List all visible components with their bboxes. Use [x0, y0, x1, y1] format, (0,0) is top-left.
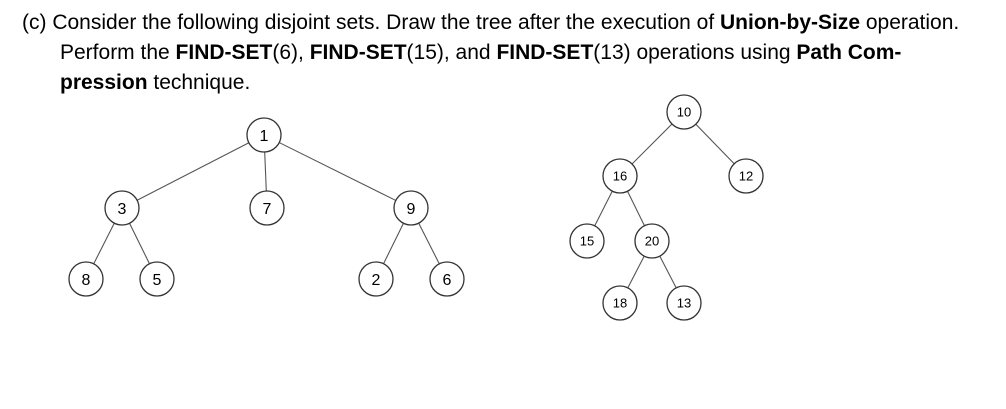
node-label: 5	[153, 272, 162, 289]
tree-edge-1-7	[264, 151, 267, 192]
tree-edge-20-13	[659, 255, 677, 289]
node-circle	[246, 117, 282, 153]
node-circle	[249, 190, 285, 226]
tree-edge-10-12	[695, 123, 735, 165]
node-label: 10	[677, 105, 691, 120]
term-find-set-1: FIND-SET	[175, 41, 273, 64]
node-circle	[358, 261, 394, 297]
node-circle	[68, 261, 104, 297]
tree-edge-10-16	[631, 123, 673, 165]
node-label: 15	[580, 234, 594, 249]
question-line2-arg2: (15), and	[406, 41, 497, 64]
tree-node-9: 9	[393, 190, 429, 226]
tree-node-12: 12	[728, 158, 764, 194]
tree-node-18: 18	[602, 285, 638, 321]
tree-edge-20-18	[627, 255, 645, 289]
node-circle	[393, 190, 429, 226]
node-label: 7	[263, 201, 272, 218]
tree-node-8: 8	[68, 261, 104, 297]
tree-edge-9-6	[418, 222, 440, 265]
node-label: 3	[118, 201, 127, 218]
tree-edge-9-2	[383, 223, 404, 264]
tree-node-10: 10	[666, 94, 702, 130]
node-label: 1	[260, 128, 269, 145]
node-circle	[139, 261, 175, 297]
term-find-set-2: FIND-SET	[309, 41, 407, 64]
tree-edge-16-15	[594, 190, 613, 227]
tree-edge-3-5	[129, 223, 150, 264]
tree-edge-16-20	[627, 191, 645, 226]
question-prefix: (c) Consider the following disjoint sets…	[22, 11, 721, 34]
question-line1-suffix: operation.	[860, 11, 960, 34]
node-circle	[666, 94, 702, 130]
node-label: 9	[407, 201, 416, 218]
node-circle	[728, 158, 764, 194]
node-circle	[569, 223, 605, 259]
question-line3-text: technique.	[147, 71, 251, 94]
node-circle	[634, 223, 670, 259]
tree-node-5: 5	[139, 261, 175, 297]
tree-node-3: 3	[104, 190, 140, 226]
node-label: 6	[443, 272, 452, 289]
node-label: 12	[739, 169, 753, 184]
tree-edges	[93, 123, 735, 289]
node-circle	[602, 158, 638, 194]
tree-node-16: 16	[602, 158, 638, 194]
term-union-by-size: Union-by-Size	[720, 11, 861, 34]
tree-node-13: 13	[666, 285, 702, 321]
tree-node-7: 7	[249, 190, 285, 226]
tree-node-15: 15	[569, 223, 605, 259]
tree-node-20: 20	[634, 223, 670, 259]
node-circle	[104, 190, 140, 226]
question-line2-arg1: (6),	[272, 41, 310, 64]
term-path-compression-part1: Path Com-	[796, 41, 902, 64]
tree-edge-1-3	[136, 142, 250, 201]
node-circle	[429, 261, 465, 297]
node-label: 8	[82, 272, 91, 289]
node-circle	[666, 285, 702, 321]
tree-edge-3-8	[93, 222, 115, 265]
node-label: 13	[677, 296, 691, 311]
node-label: 18	[613, 296, 627, 311]
question-line-1: (c) Consider the following disjoint sets…	[22, 8, 1002, 38]
node-label: 20	[645, 234, 659, 249]
node-label: 16	[613, 169, 627, 184]
question-line-3: pression technique.	[22, 68, 1002, 98]
node-circle	[602, 285, 638, 321]
question-line-2: Perform the FIND-SET(6), FIND-SET(15), a…	[22, 38, 1002, 68]
question-text: (c) Consider the following disjoint sets…	[22, 8, 1002, 98]
question-line2-text1: Perform the	[60, 41, 176, 64]
term-find-set-3: FIND-SET	[496, 41, 594, 64]
term-path-compression-part2: pression	[60, 71, 148, 94]
node-label: 2	[372, 272, 381, 289]
tree-node-6: 6	[429, 261, 465, 297]
tree-edge-1-9	[278, 142, 397, 201]
question-line2-arg3: (13) operations using	[593, 41, 797, 64]
tree-node-2: 2	[358, 261, 394, 297]
tree-node-1: 1	[246, 117, 282, 153]
